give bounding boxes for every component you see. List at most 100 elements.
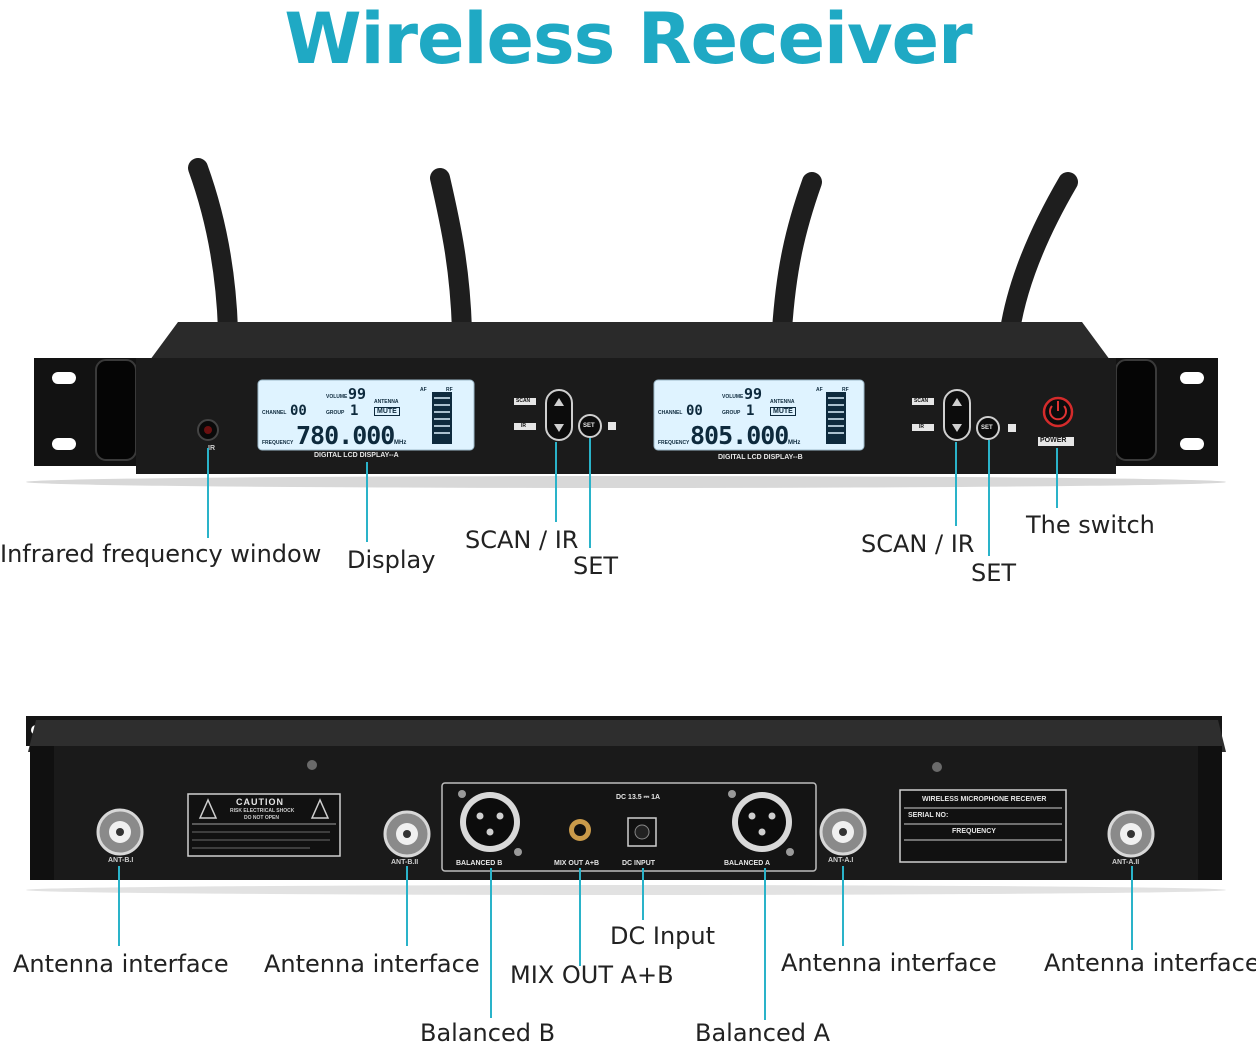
lcd-a-af: AF <box>420 387 427 393</box>
caution-label <box>187 793 341 857</box>
leader-ant-3 <box>842 866 844 946</box>
front-panel-illustration <box>26 158 1226 488</box>
leader-ant-4 <box>1131 866 1133 950</box>
set-label-b: SET <box>981 425 993 431</box>
callout-dc-input: DC Input <box>610 922 716 950</box>
leader-display <box>366 462 368 542</box>
plate-frequency: FREQUENCY <box>952 828 996 835</box>
lcd-b-volume-label: VOLUME <box>722 394 744 400</box>
bnc-ant-a2 <box>1107 810 1155 858</box>
antenna-1 <box>188 158 238 340</box>
power-button <box>1042 396 1074 428</box>
set-label-a: SET <box>583 423 595 429</box>
callout-switch: The switch <box>1026 511 1155 539</box>
scan-ir-rocker-b <box>943 389 971 441</box>
scan-ir-rocker-a <box>545 389 573 441</box>
ir-label-a: IR <box>521 423 526 429</box>
set-button-b <box>976 416 1000 440</box>
lcd-a-group-label: GROUP <box>326 410 345 416</box>
lcd-a-channel: 00 <box>290 403 307 419</box>
antenna-3 <box>772 172 822 340</box>
caution-sub2: DO NOT OPEN <box>244 815 280 821</box>
bnc-ant-b1 <box>96 808 144 856</box>
callout-antenna-3: Antenna interface <box>781 949 997 977</box>
lcd-a-channel-label: CHANNEL <box>262 410 287 416</box>
lcd-b-caption: DIGITAL LCD DISPLAY--B <box>718 454 803 461</box>
leader-dc-input <box>642 868 644 920</box>
callout-infrared-window: Infrared frequency window <box>0 540 322 568</box>
scan-label-a: SCAN <box>516 398 531 404</box>
antenna-4 <box>1000 172 1078 340</box>
callout-balanced-b: Balanced B <box>420 1019 556 1047</box>
lcd-b-frequency-label: FREQUENCY <box>658 440 690 446</box>
leader-switch <box>1056 448 1058 508</box>
lcd-b-unit: MHz <box>788 440 801 446</box>
plate-serial: SERIAL NO: <box>908 812 949 819</box>
callout-antenna-1: Antenna interface <box>13 950 229 978</box>
plate-title: WIRELESS MICROPHONE RECEIVER <box>922 796 1047 803</box>
leader-scan-ir-2 <box>955 442 957 526</box>
callout-antenna-4: Antenna interface <box>1044 949 1256 977</box>
bnc-ant-b2 <box>383 810 431 858</box>
lcd-b-group-label: GROUP <box>722 410 741 416</box>
leader-balanced-b <box>490 868 492 1018</box>
lcd-a-group: 1 <box>350 403 359 419</box>
leader-ant-2 <box>406 866 408 946</box>
ir-port-label: IR <box>208 445 215 452</box>
rear-panel-illustration <box>26 716 1226 895</box>
lcd-b-group: 1 <box>746 403 755 419</box>
ant-b1-label: ANT-B.I <box>108 857 134 864</box>
callout-scan-ir-1: SCAN / IR <box>465 526 579 554</box>
leader-infrared <box>207 448 209 538</box>
lcd-a-caption: DIGITAL LCD DISPLAY--A <box>314 452 399 459</box>
lcd-b-mute: MUTE <box>770 407 796 416</box>
leader-mix-out <box>579 868 581 966</box>
balanced-b-label: BALANCED B <box>456 860 503 867</box>
lcd-b-channel: 00 <box>686 403 703 419</box>
ir-label-b: IR <box>919 424 924 430</box>
ant-a1-label: ANT-A.I <box>828 857 854 864</box>
callout-display: Display <box>347 546 436 574</box>
leader-balanced-a <box>764 868 766 1020</box>
lcd-b-antenna-label: ANTENNA <box>770 399 795 405</box>
lcd-a-frequency-label: FREQUENCY <box>262 440 294 446</box>
callout-set-2: SET <box>971 559 1017 587</box>
callout-set-1: SET <box>573 552 619 580</box>
dc-rating-label: DC 13.5 ⎓ 1A <box>616 794 661 801</box>
lcd-a-volume: 99 <box>348 385 367 403</box>
lcd-a-antenna-label: ANTENNA <box>374 399 399 405</box>
power-label: POWER <box>1040 437 1067 444</box>
bnc-ant-a1 <box>819 808 867 856</box>
lcd-a-rf: RF <box>446 387 453 393</box>
callout-antenna-2: Antenna interface <box>264 950 480 978</box>
caution-title: CAUTION <box>236 797 284 807</box>
lcd-b-frequency: 805.000 <box>690 421 789 450</box>
antenna-2 <box>430 168 472 340</box>
lcd-a-unit: MHz <box>394 440 407 446</box>
ant-b2-label: ANT-B.II <box>391 859 419 866</box>
caution-sub1: RISK ELECTRICAL SHOCK <box>230 808 295 814</box>
ant-a2-label: ANT-A.II <box>1112 859 1140 866</box>
lcd-a-screen <box>257 379 475 451</box>
lcd-b-channel-label: CHANNEL <box>658 410 683 416</box>
callout-mix-out: MIX OUT A+B <box>510 961 674 989</box>
leader-ant-1 <box>118 866 120 946</box>
lcd-a-frequency: 780.000 <box>296 421 395 450</box>
callout-scan-ir-2: SCAN / IR <box>861 530 975 558</box>
leader-set-2 <box>988 440 990 556</box>
lcd-b-screen <box>653 379 865 451</box>
lcd-b-af: AF <box>816 387 823 393</box>
page-title: Wireless Receiver <box>284 0 972 80</box>
leader-set-1 <box>589 438 591 548</box>
set-button-a <box>578 414 602 438</box>
lcd-b-rf: RF <box>842 387 849 393</box>
lcd-a-volume-label: VOLUME <box>326 394 348 400</box>
lcd-b-volume: 99 <box>744 385 763 403</box>
callout-balanced-a: Balanced A <box>695 1019 830 1047</box>
dc-input-label: DC INPUT <box>622 860 656 867</box>
mix-out-label: MIX OUT A+B <box>554 860 600 867</box>
balanced-a-label: BALANCED A <box>724 860 771 867</box>
leader-scan-ir-1 <box>555 442 557 522</box>
scan-label-b: SCAN <box>914 398 929 404</box>
lcd-a-mute: MUTE <box>374 407 400 416</box>
